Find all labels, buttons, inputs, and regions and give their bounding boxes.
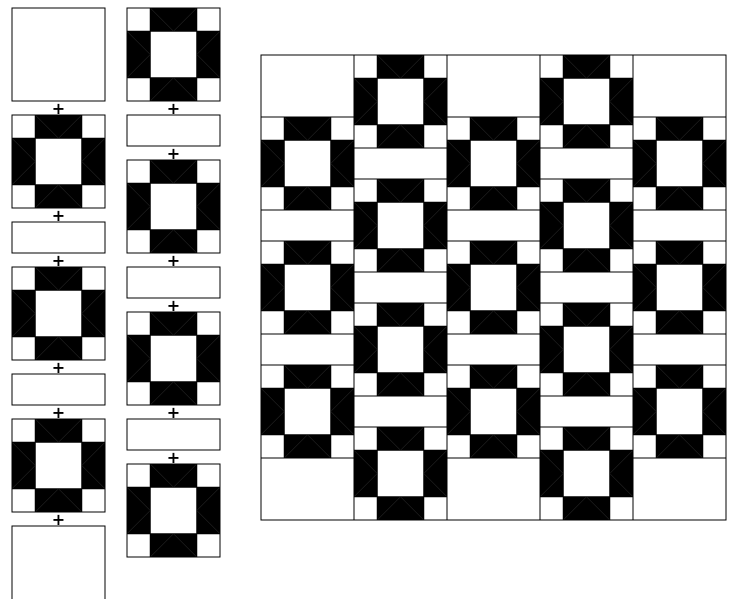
plain-block [12,8,105,101]
star-block [354,427,447,520]
sashing-strip [540,396,633,427]
sashing-strip [540,148,633,179]
right-column: ++++++ [127,8,220,557]
plain-block [447,458,540,520]
star-block [540,55,633,148]
sashing-strip [12,374,105,405]
star-block [354,55,447,148]
sashing-strip [261,210,354,241]
star-block [633,241,726,334]
block-assembly-legend: ++++++++++++ [12,8,220,599]
star-block [261,365,354,458]
sashing-strip [633,334,726,365]
quilt-column [633,55,726,520]
sashing-strip [12,222,105,253]
star-block [127,464,220,557]
plain-block [633,55,726,117]
plain-block [12,526,105,599]
plain-block [633,458,726,520]
star-block [12,115,105,208]
star-block [540,303,633,396]
star-block [447,365,540,458]
star-block [261,117,354,210]
star-block [261,241,354,334]
star-block [540,179,633,272]
left-column: ++++++ [12,8,105,599]
sashing-strip [354,148,447,179]
sashing-strip [633,210,726,241]
sashing-strip [447,334,540,365]
plain-block [261,458,354,520]
sashing-strip [447,210,540,241]
star-block [540,427,633,520]
star-block [354,179,447,272]
star-block [127,160,220,253]
quilt-column [540,55,633,520]
sashing-strip [261,334,354,365]
star-block [633,117,726,210]
star-block [447,117,540,210]
star-block [12,419,105,512]
finished-quilt-layout [261,55,726,520]
star-block [127,312,220,405]
star-block [447,241,540,334]
sashing-strip [127,419,220,450]
star-block [354,303,447,396]
star-block [127,8,220,101]
plain-block [261,55,354,117]
star-block [12,267,105,360]
sashing-strip [127,267,220,298]
sashing-strip [127,115,220,146]
quilt-column [447,55,540,520]
star-block [633,365,726,458]
sashing-strip [354,272,447,303]
plain-block [447,55,540,117]
quilt-column [354,55,447,520]
sashing-strip [354,396,447,427]
sashing-strip [540,272,633,303]
quilt-column [261,55,354,520]
